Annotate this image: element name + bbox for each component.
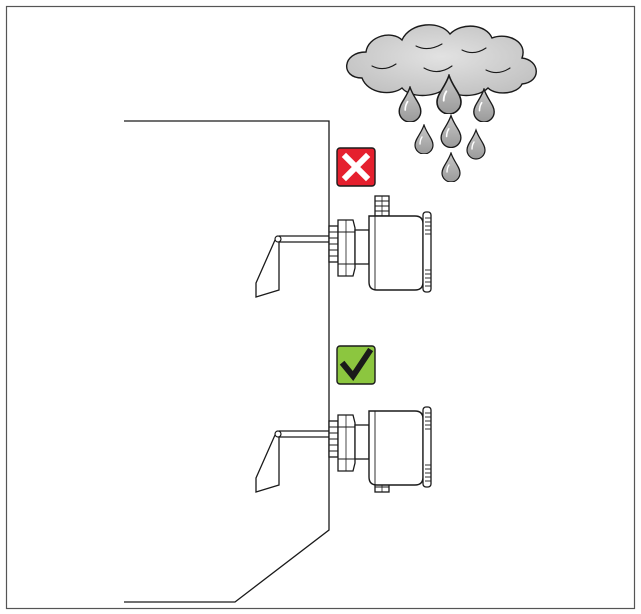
sensor-wrong-mounting: [255, 195, 432, 298]
figure-frame: [5, 5, 636, 610]
cross-icon: [336, 147, 376, 187]
sensor-correct-mounting: [255, 406, 432, 493]
checkmark-icon: [336, 345, 376, 385]
tank-wall: [124, 120, 330, 603]
rain-cloud-icon: [346, 24, 537, 182]
